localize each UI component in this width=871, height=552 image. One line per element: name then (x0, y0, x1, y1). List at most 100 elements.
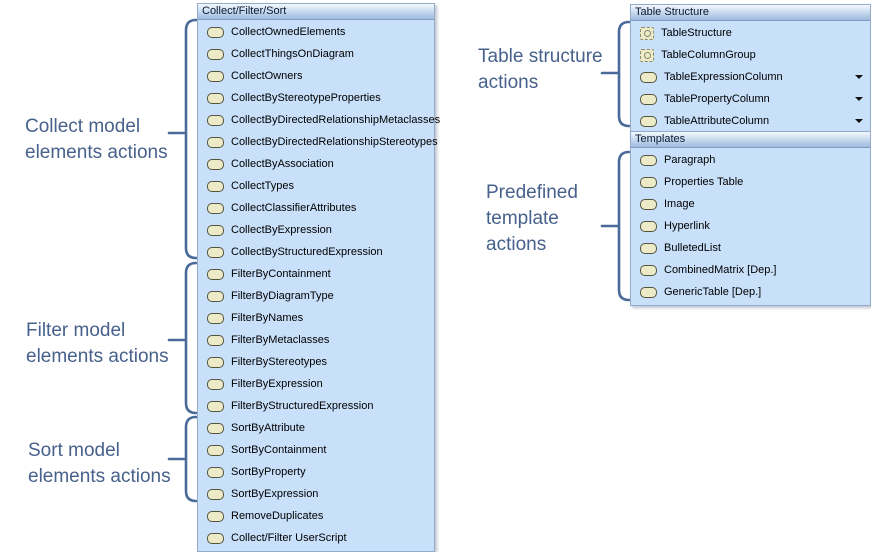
toolbox-item[interactable]: TablePropertyColumn (631, 88, 870, 110)
toolbox-item[interactable]: CombinedMatrix [Dep.] (631, 259, 870, 281)
toolbox-item[interactable]: TableStructure (631, 22, 870, 44)
action-icon (207, 180, 224, 192)
toolbox-item-label: SortByProperty (231, 466, 306, 478)
toolbox-item[interactable]: CollectByAssociation (198, 153, 434, 175)
toolbox-item[interactable]: SortByContainment (198, 439, 434, 461)
action-icon (207, 532, 224, 544)
group-icon (640, 48, 654, 62)
toolbox-item[interactable]: FilterByContainment (198, 263, 434, 285)
toolbox-item-label: TableColumnGroup (661, 49, 756, 61)
toolbox-item[interactable]: CollectByDirectedRelationshipMetaclasses (198, 109, 440, 131)
toolbox-item-label: CollectOwnedElements (231, 26, 346, 38)
chevron-down-icon[interactable] (855, 75, 863, 79)
toolbox-item-label: Properties Table (664, 176, 744, 188)
toolbox-item[interactable]: Properties Table (631, 171, 870, 193)
toolbox-item[interactable]: CollectByStructuredExpression (198, 241, 434, 263)
toolbox-item[interactable]: CollectByDirectedRelationshipStereotypes (198, 131, 438, 153)
toolbox-item-label: CollectByAssociation (231, 158, 334, 170)
action-icon (640, 220, 657, 232)
toolbox-item-label: CollectTypes (231, 180, 294, 192)
toolbox-item[interactable]: FilterByMetaclasses (198, 329, 434, 351)
annotation-table-structure-actions: Table structure actions (478, 46, 603, 93)
panel-table-structure: Table Structure TableStructure TableColu… (630, 4, 871, 135)
toolbox-item[interactable]: TableColumnGroup (631, 44, 870, 66)
toolbox-item-label: CollectClassifierAttributes (231, 202, 357, 214)
toolbox-item[interactable]: FilterByExpression (198, 373, 434, 395)
toolbox-item-label: FilterByContainment (231, 268, 331, 280)
action-icon (640, 71, 657, 83)
panel-header-collect-filter-sort[interactable]: Collect/Filter/Sort (198, 4, 434, 20)
toolbox-item-label: FilterByStereotypes (231, 356, 327, 368)
action-icon (207, 334, 224, 346)
bracket-filter-group (167, 261, 197, 415)
toolbox-item[interactable]: CollectByExpression (198, 219, 434, 241)
toolbox-item-label: SortByAttribute (231, 422, 305, 434)
toolbox-item-label: RemoveDuplicates (231, 510, 324, 522)
toolbox-item[interactable]: FilterByDiagramType (198, 285, 434, 307)
toolbox-item[interactable]: FilterByStructuredExpression (198, 395, 434, 417)
panel-header-table-structure[interactable]: Table Structure (631, 5, 870, 21)
toolbox-item-label: CollectByDirectedRelationshipStereotypes (231, 136, 438, 148)
action-icon (207, 202, 224, 214)
action-icon (207, 92, 224, 104)
toolbox-item[interactable]: FilterByStereotypes (198, 351, 434, 373)
toolbox-item-label: CollectByDirectedRelationshipMetaclasses (231, 114, 441, 126)
toolbox-item[interactable]: CollectOwners (198, 65, 434, 87)
toolbox-item-label: CollectByStereotypeProperties (231, 92, 381, 104)
bracket-sort-group (167, 415, 197, 503)
toolbox-item[interactable]: CollectClassifierAttributes (198, 197, 434, 219)
chevron-down-icon[interactable] (855, 97, 863, 101)
toolbox-item-label: FilterByDiagramType (231, 290, 334, 302)
panel-body-collect-filter-sort: CollectOwnedElements CollectThingsOnDiag… (198, 20, 440, 551)
action-icon (640, 286, 657, 298)
annotation-collect-model-elements: Collect model elements actions (25, 116, 168, 163)
toolbox-item[interactable]: GenericTable [Dep.] (631, 281, 870, 303)
toolbox-item[interactable]: CollectOwnedElements (198, 21, 434, 43)
annotation-filter-model-elements: Filter model elements actions (26, 320, 169, 367)
action-icon (207, 246, 224, 258)
toolbox-item-label: FilterByExpression (231, 378, 323, 390)
action-icon (207, 312, 224, 324)
action-icon (640, 198, 657, 210)
toolbox-item[interactable]: SortByExpression (198, 483, 434, 505)
toolbox-item-label: SortByExpression (231, 488, 319, 500)
action-icon (207, 488, 224, 500)
toolbox-item[interactable]: CollectThingsOnDiagram (198, 43, 434, 65)
chevron-down-icon[interactable] (855, 119, 863, 123)
toolbox-item-label: Image (664, 198, 695, 210)
toolbox-item-label: Hyperlink (664, 220, 710, 232)
action-icon (207, 136, 224, 148)
toolbox-item-label: TableAttributeColumn (664, 115, 770, 127)
bracket-table-structure-group (600, 20, 630, 128)
toolbox-item[interactable]: CollectByStereotypeProperties (198, 87, 434, 109)
action-icon (207, 224, 224, 236)
toolbox-item[interactable]: FilterByNames (198, 307, 434, 329)
action-icon (640, 176, 657, 188)
action-icon (207, 158, 224, 170)
toolbox-item-label: CollectThingsOnDiagram (231, 48, 354, 60)
toolbox-item-label: CollectByExpression (231, 224, 332, 236)
toolbox-item[interactable]: Collect/Filter UserScript (198, 527, 434, 549)
panel-header-templates[interactable]: Templates (631, 132, 870, 148)
toolbox-item[interactable]: RemoveDuplicates (198, 505, 434, 527)
action-icon (207, 444, 224, 456)
toolbox-item[interactable]: Hyperlink (631, 215, 870, 237)
toolbox-item-label: CollectOwners (231, 70, 303, 82)
toolbox-item[interactable]: Paragraph (631, 149, 870, 171)
toolbox-item[interactable]: SortByAttribute (198, 417, 434, 439)
toolbox-item[interactable]: Image (631, 193, 870, 215)
bracket-templates-group (600, 150, 630, 302)
action-icon (207, 290, 224, 302)
toolbox-item[interactable]: TableAttributeColumn (631, 110, 870, 132)
action-icon (207, 466, 224, 478)
action-icon (207, 70, 224, 82)
toolbox-item-label: Collect/Filter UserScript (231, 532, 347, 544)
bracket-collect-group (167, 18, 197, 260)
annotation-predefined-template-actions: Predefined template actions (486, 182, 578, 255)
toolbox-item[interactable]: SortByProperty (198, 461, 434, 483)
toolbox-item[interactable]: TableExpressionColumn (631, 66, 870, 88)
toolbox-item[interactable]: BulletedList (631, 237, 870, 259)
action-icon (640, 154, 657, 166)
panel-body-templates: Paragraph Properties Table Image Hyperli… (631, 148, 870, 305)
toolbox-item[interactable]: CollectTypes (198, 175, 434, 197)
